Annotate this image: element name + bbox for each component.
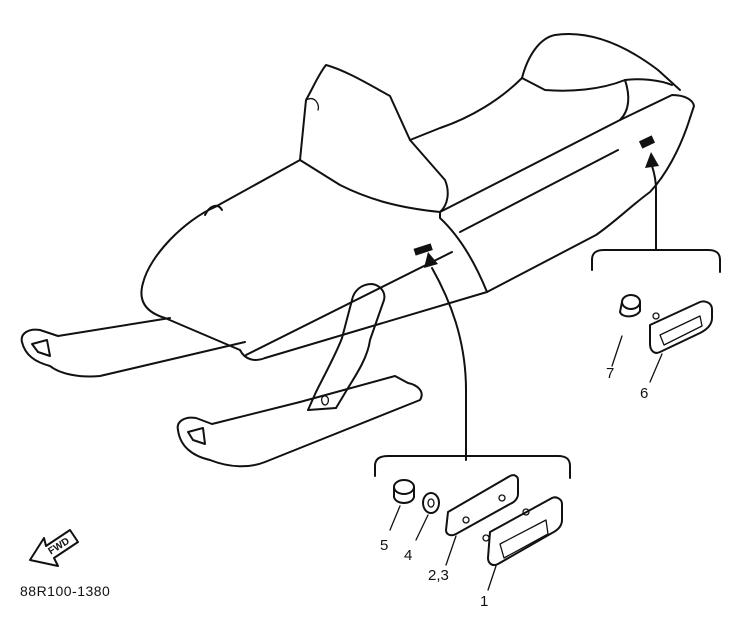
plate-part-2-3: [445, 474, 519, 537]
callout-5: 5: [380, 537, 388, 554]
leader-arrow-lower: [431, 267, 467, 461]
upper-parts-group: 7 6: [591, 152, 721, 402]
bracket-lower: [374, 455, 571, 479]
callout-1: 1: [480, 593, 488, 610]
callout-line-2-3: [445, 535, 457, 566]
reflector-part-6: [649, 300, 713, 354]
forward-arrow: FWD: [29, 529, 79, 567]
callout-line-1: [487, 565, 497, 591]
reflector-part-1: [482, 496, 563, 567]
bracket-upper: [591, 249, 721, 273]
callout-6: 6: [640, 385, 648, 402]
callout-line-4: [415, 514, 429, 541]
snowmobile-outline: [20, 33, 695, 468]
washer-part-4: [422, 492, 440, 514]
callout-line-7: [611, 335, 623, 367]
bushing-part-5: [393, 479, 415, 504]
arrowhead-upper: [645, 152, 659, 168]
callout-line-6: [649, 353, 663, 383]
drawing-code: 88R100-1380: [20, 583, 110, 599]
grommet-part-7: [619, 294, 641, 318]
lower-parts-group: 5 4 2,3 1: [374, 252, 571, 610]
callout-4: 4: [404, 547, 412, 564]
callout-7: 7: [606, 365, 614, 382]
arrowhead-lower: [424, 252, 438, 268]
callout-2-3: 2,3: [428, 567, 449, 584]
leader-arrow-upper: [651, 165, 657, 251]
callout-line-5: [389, 505, 401, 531]
